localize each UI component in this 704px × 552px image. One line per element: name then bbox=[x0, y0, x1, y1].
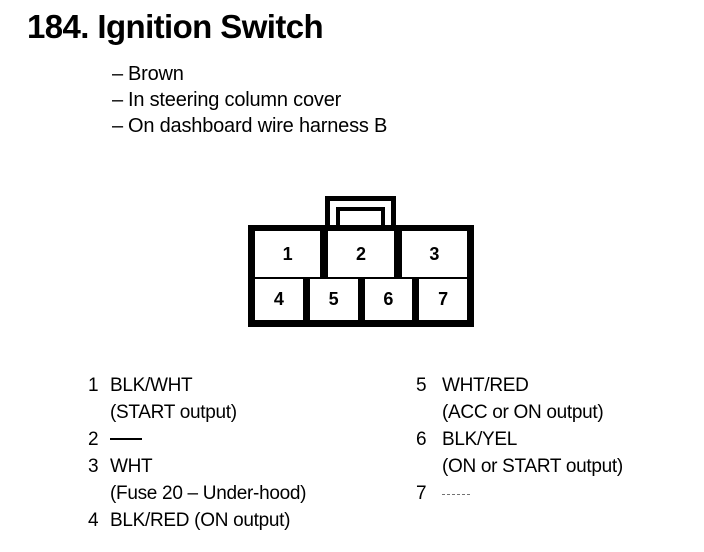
page-title: 184. Ignition Switch bbox=[27, 8, 324, 45]
pin-legend-wire-color: WHT/RED bbox=[442, 375, 529, 396]
pin-legend-entry-1: 1 BLK/WHT (START output) bbox=[88, 372, 418, 426]
pin-legend-function: (Fuse 20 – Under-hood) bbox=[110, 483, 307, 504]
connector-pin-4: 4 bbox=[255, 279, 303, 320]
pin-legend-entry-4: 4 BLK/RED (ON output) bbox=[88, 507, 418, 534]
pin-legend-entry-5: 5 WHT/RED (ACC or ON output) bbox=[416, 372, 704, 426]
list-dash: – bbox=[112, 115, 123, 137]
pin-legend-function: (ACC or ON output) bbox=[442, 402, 604, 423]
connector-pin-row-top: 1 2 3 bbox=[248, 225, 474, 277]
pin-legend-number: 3 bbox=[88, 456, 99, 477]
connector-attribute-color: –Brown bbox=[112, 61, 387, 87]
connector-pin-row-bottom: 4 5 6 7 bbox=[248, 277, 474, 327]
pin-legend-function: (ON or START output) bbox=[442, 456, 623, 477]
pin-legend-unused-dash bbox=[442, 494, 470, 495]
list-dash: – bbox=[112, 89, 123, 111]
pin-legend-number: 6 bbox=[416, 429, 427, 450]
connector-pin-3: 3 bbox=[401, 231, 467, 277]
connector-attributes-list: –Brown –In steering column cover –On das… bbox=[112, 61, 387, 139]
connector-attribute-location: –In steering column cover bbox=[112, 87, 387, 113]
pin-legend-wire-color: WHT bbox=[110, 456, 153, 477]
connector-diagram: 1 2 3 4 5 6 7 bbox=[248, 196, 474, 327]
connector-pin-5: 5 bbox=[309, 279, 358, 320]
connector-attribute-label: On dashboard wire harness B bbox=[128, 115, 388, 137]
pin-legend-number: 4 bbox=[88, 510, 99, 531]
pin-legend-number: 2 bbox=[88, 429, 99, 450]
pin-legend-entry-2: 2 bbox=[88, 426, 418, 453]
connector-pin-2: 2 bbox=[328, 231, 394, 277]
pin-legend-wire-color: BLK/RED (ON output) bbox=[110, 510, 291, 531]
connector-attribute-label: In steering column cover bbox=[128, 89, 342, 111]
pin-legend-wire-color: BLK/WHT bbox=[110, 375, 193, 396]
pin-legend-number: 5 bbox=[416, 375, 427, 396]
connector-attribute-label: Brown bbox=[128, 63, 184, 85]
connector-attribute-harness: –On dashboard wire harness B bbox=[112, 113, 387, 139]
connector-pin-7: 7 bbox=[419, 279, 467, 320]
pin-legend-left-column: 1 BLK/WHT (START output) 2 3 WHT (Fuse 20 … bbox=[88, 372, 418, 534]
pin-legend-entry-7: 7 bbox=[416, 480, 704, 507]
list-dash: – bbox=[112, 63, 123, 85]
connector-pin-6: 6 bbox=[364, 279, 413, 320]
pin-legend-right-column: 5 WHT/RED (ACC or ON output) 6 BLK/YEL (ON… bbox=[416, 372, 704, 507]
pin-legend-entry-6: 6 BLK/YEL (ON or START output) bbox=[416, 426, 704, 480]
pin-legend-number: 7 bbox=[416, 483, 427, 504]
connector-pin-1: 1 bbox=[255, 231, 321, 277]
connector-latch-inner-icon bbox=[336, 207, 385, 230]
connector-body: 1 2 3 4 5 6 7 bbox=[248, 225, 474, 327]
pin-legend-function: (START output) bbox=[110, 402, 237, 423]
pin-legend-entry-3: 3 WHT (Fuse 20 – Under-hood) bbox=[88, 453, 418, 507]
pin-legend-number: 1 bbox=[88, 375, 99, 396]
pin-legend-unused-dash bbox=[110, 438, 142, 440]
pin-legend-wire-color: BLK/YEL bbox=[442, 429, 518, 450]
